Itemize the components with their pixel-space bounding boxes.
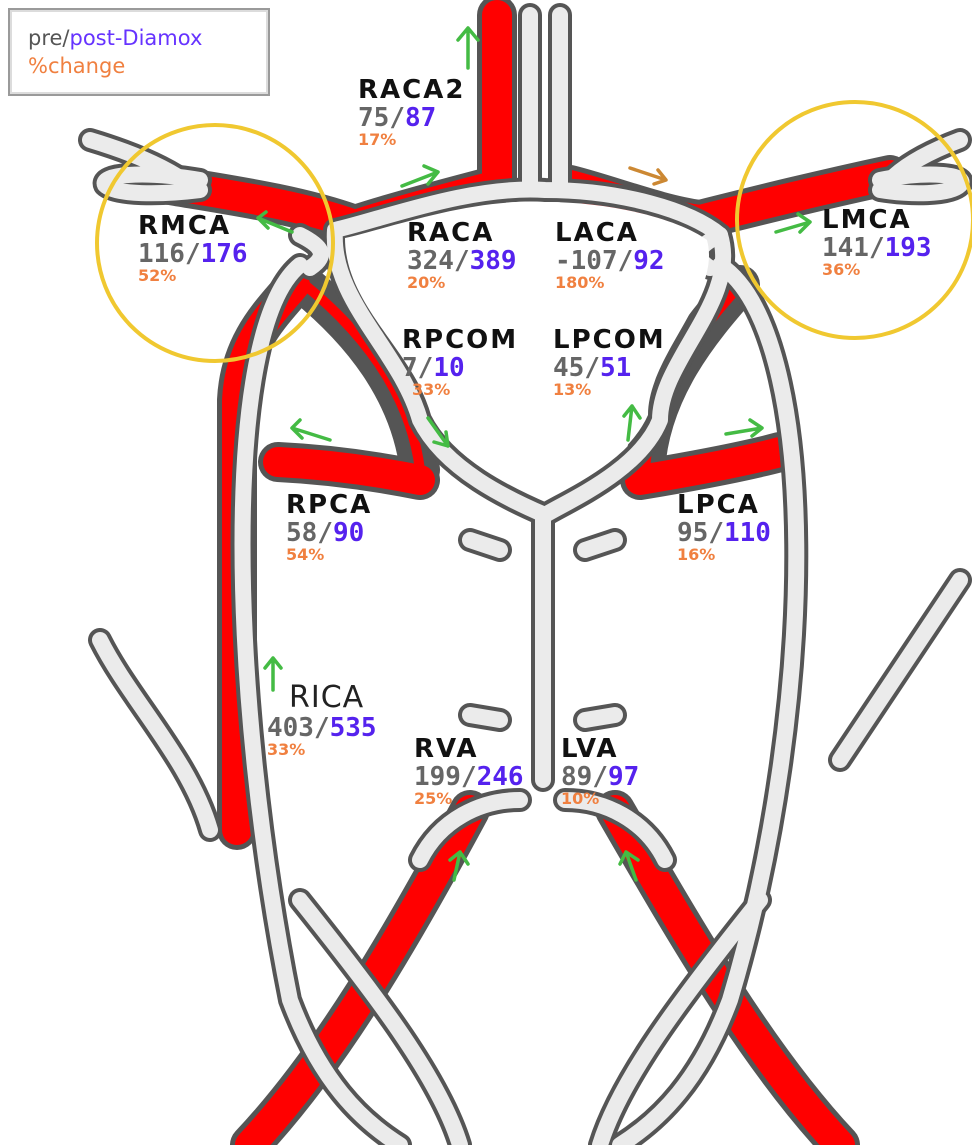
percent-change: 33% bbox=[412, 382, 518, 398]
percent-change: 20% bbox=[407, 275, 517, 291]
post-value: 389 bbox=[470, 246, 517, 276]
value-separator: / bbox=[592, 762, 608, 792]
pre-value: 324 bbox=[407, 246, 454, 276]
arrow-up-icon bbox=[458, 28, 478, 68]
label-rica: RICA 403/535 33% bbox=[267, 683, 377, 758]
vessel-name: RPCOM bbox=[402, 327, 518, 353]
post-value: 97 bbox=[608, 762, 639, 792]
post-value: 51 bbox=[600, 353, 631, 383]
vessel-name: RACA2 bbox=[358, 77, 465, 103]
vessel-values: 95/110 bbox=[677, 520, 771, 546]
value-separator: / bbox=[454, 246, 470, 276]
post-value: 110 bbox=[724, 518, 771, 548]
vessel-name: RICA bbox=[289, 683, 377, 713]
legend-pre-text: pre/ bbox=[28, 26, 70, 50]
label-raca: RACA 324/389 20% bbox=[407, 220, 517, 291]
legend-post-text: post-Diamox bbox=[70, 26, 203, 50]
percent-change: 52% bbox=[138, 268, 248, 284]
vessel-values: 75/87 bbox=[358, 105, 465, 131]
vessel-values: 45/51 bbox=[553, 355, 666, 381]
pre-value: 199 bbox=[414, 762, 461, 792]
post-value: 246 bbox=[477, 762, 524, 792]
percent-change: 17% bbox=[358, 132, 465, 148]
post-value: 92 bbox=[633, 246, 664, 276]
legend-change-text: %change bbox=[28, 54, 125, 78]
percent-change: 10% bbox=[561, 791, 639, 807]
vessel-name: LPCOM bbox=[553, 327, 666, 353]
percent-change: 33% bbox=[267, 742, 377, 758]
vessel-values: 116/176 bbox=[138, 241, 248, 267]
vessel-name: LVA bbox=[561, 736, 639, 762]
percent-change: 180% bbox=[555, 275, 665, 291]
value-separator: / bbox=[708, 518, 724, 548]
vessel-name: RPCA bbox=[286, 492, 372, 518]
vessel-name: RMCA bbox=[138, 213, 248, 239]
vessel-name: LACA bbox=[555, 220, 665, 246]
vessel-values: 89/97 bbox=[561, 764, 639, 790]
pre-value: 403 bbox=[267, 713, 314, 743]
percent-change: 25% bbox=[414, 791, 524, 807]
label-lpcom: LPCOM 45/51 13% bbox=[553, 327, 666, 398]
value-separator: / bbox=[461, 762, 477, 792]
percent-change: 36% bbox=[822, 262, 932, 278]
label-rpca: RPCA 58/90 54% bbox=[286, 492, 372, 563]
pre-value: 7 bbox=[402, 353, 418, 383]
arrow-orange-icon bbox=[630, 168, 666, 184]
value-separator: / bbox=[185, 239, 201, 269]
vessel-name: RVA bbox=[414, 736, 524, 762]
value-separator: / bbox=[389, 103, 405, 133]
value-separator: / bbox=[317, 518, 333, 548]
label-laca: LACA -107/92 180% bbox=[555, 220, 665, 291]
pre-value: 116 bbox=[138, 239, 185, 269]
label-rmca: RMCA 116/176 52% bbox=[138, 213, 248, 284]
label-raca2: RACA2 75/87 17% bbox=[358, 77, 465, 148]
pre-value: 141 bbox=[822, 233, 869, 263]
post-value: 87 bbox=[405, 103, 436, 133]
pre-value: -107 bbox=[555, 246, 618, 276]
label-lpca: LPCA 95/110 16% bbox=[677, 492, 771, 563]
vessel-name: LPCA bbox=[677, 492, 771, 518]
vessel-values: 141/193 bbox=[822, 235, 932, 261]
label-rva: RVA 199/246 25% bbox=[414, 736, 524, 807]
vessel-name: RACA bbox=[407, 220, 517, 246]
percent-change: 13% bbox=[553, 382, 666, 398]
vessel-values: 403/535 bbox=[267, 715, 377, 741]
vessel-values: 324/389 bbox=[407, 248, 517, 274]
vessel-values: -107/92 bbox=[555, 248, 665, 274]
arrow-right-icon bbox=[726, 420, 762, 436]
vessel-values: 58/90 bbox=[286, 520, 372, 546]
vessel-values: 7/10 bbox=[402, 355, 518, 381]
label-lva: LVA 89/97 10% bbox=[561, 736, 639, 807]
pre-value: 95 bbox=[677, 518, 708, 548]
legend: pre/post-Diamox %change bbox=[8, 8, 270, 96]
legend-pre-post: pre/post-Diamox bbox=[28, 26, 202, 50]
label-lmca: LMCA 141/193 36% bbox=[822, 207, 932, 278]
arrow-left-icon bbox=[292, 420, 330, 440]
post-value: 176 bbox=[201, 239, 248, 269]
pre-value: 89 bbox=[561, 762, 592, 792]
value-separator: / bbox=[314, 713, 330, 743]
pre-value: 58 bbox=[286, 518, 317, 548]
post-value: 90 bbox=[333, 518, 364, 548]
pre-value: 75 bbox=[358, 103, 389, 133]
value-separator: / bbox=[584, 353, 600, 383]
vessel-name: LMCA bbox=[822, 207, 932, 233]
label-rpcom: RPCOM 7/10 33% bbox=[402, 327, 518, 398]
pre-value: 45 bbox=[553, 353, 584, 383]
post-value: 10 bbox=[433, 353, 464, 383]
vessel-values: 199/246 bbox=[414, 764, 524, 790]
percent-change: 54% bbox=[286, 547, 372, 563]
post-value: 535 bbox=[330, 713, 377, 743]
value-separator: / bbox=[418, 353, 434, 383]
percent-change: 16% bbox=[677, 547, 771, 563]
value-separator: / bbox=[618, 246, 634, 276]
value-separator: / bbox=[869, 233, 885, 263]
post-value: 193 bbox=[885, 233, 932, 263]
